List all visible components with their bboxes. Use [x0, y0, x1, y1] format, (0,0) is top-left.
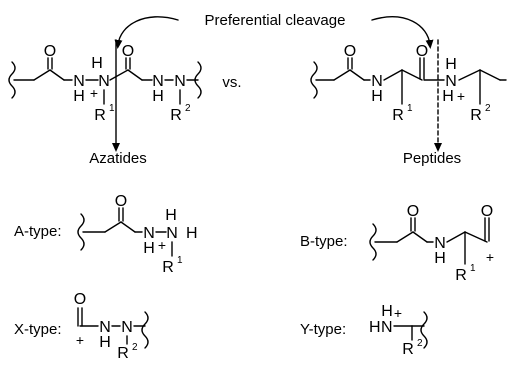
peptides-label: Peptides [403, 150, 461, 167]
peptide-structure: O N H R 1 O N H H + R 2 [310, 43, 507, 124]
atom-h: H [152, 88, 164, 105]
atom-r: R [392, 107, 404, 124]
sub-2: 2 [485, 103, 491, 114]
vs-label: vs. [222, 74, 241, 91]
atom-r: R [94, 107, 106, 124]
atom-r: R [162, 259, 174, 276]
atom-r: R [455, 267, 467, 284]
atom-o: O [122, 43, 134, 60]
sub-2: 2 [417, 338, 423, 349]
atom-o: O [74, 291, 86, 308]
x-type-label: X-type: [14, 321, 62, 338]
atom-o: O [407, 203, 419, 220]
atom-n: N [445, 73, 457, 90]
wavy-bond [194, 61, 202, 99]
charge-plus: + [90, 85, 98, 101]
curved-arrow-right [371, 16, 434, 49]
atom-n: N [434, 235, 446, 252]
wavy-bond [310, 61, 318, 99]
atom-r: R [117, 345, 129, 360]
wavy-bond [141, 311, 149, 349]
atom-h: H [143, 240, 155, 257]
atom-h: H [369, 319, 381, 336]
a-type-fragment: O N H N H + R 1 H [77, 193, 198, 276]
atom-r: R [470, 107, 482, 124]
atom-h: H [73, 88, 85, 105]
atom-o: O [416, 43, 428, 60]
atom-h: H [371, 88, 383, 105]
atom-r: R [170, 107, 182, 124]
sub-1: 1 [177, 255, 183, 266]
b-type-fragment: O N H R 1 O + [369, 203, 494, 284]
atom-n: N [143, 225, 155, 242]
atom-o: O [44, 43, 56, 60]
atom-h: H [99, 334, 111, 351]
atom-h: H [445, 56, 457, 73]
atom-n: N [174, 73, 186, 90]
charge-plus: + [457, 88, 465, 104]
curved-arrow-left [114, 16, 179, 49]
y-type-label: Y-type: [300, 321, 346, 338]
atom-n: N [99, 319, 111, 336]
atom-n: N [381, 319, 393, 336]
atom-h: H [434, 250, 446, 267]
charge-plus: + [486, 249, 494, 265]
wavy-bond [8, 61, 16, 99]
y-type-fragment: H N H + R 2 [369, 303, 428, 358]
atom-h: H [186, 225, 198, 242]
atom-n: N [121, 319, 133, 336]
sub-1: 1 [109, 103, 115, 114]
b-type-label: B-type: [300, 233, 348, 250]
wavy-bond [420, 311, 428, 349]
charge-plus: + [76, 332, 84, 348]
atom-n: N [73, 73, 85, 90]
charge-plus: + [158, 237, 166, 253]
charge-plus: + [394, 305, 402, 321]
sub-1: 1 [470, 263, 476, 274]
atom-h: H [381, 303, 393, 320]
atom-o: O [344, 43, 356, 60]
wavy-bond [77, 213, 85, 251]
x-type-fragment: O + N H N R 2 [74, 291, 149, 362]
wavy-bond [369, 223, 377, 261]
a-type-label: A-type: [14, 223, 62, 240]
atom-h: H [165, 207, 177, 224]
atom-n: N [166, 225, 178, 242]
atom-n: N [371, 73, 383, 90]
atom-n: N [152, 73, 164, 90]
atom-o: O [115, 193, 127, 210]
atom-r: R [402, 341, 414, 358]
atom-n: N [98, 73, 110, 90]
cleavage-label: Preferential cleavage [205, 12, 346, 29]
sub-2: 2 [185, 103, 191, 114]
sub-1: 1 [407, 103, 413, 114]
atom-h: H [91, 55, 103, 72]
sub-2: 2 [132, 342, 138, 353]
atom-h: H [442, 88, 454, 105]
azatide-structure: O N H N H + R 1 O N H N R 2 [8, 43, 202, 124]
azatides-label: Azatides [89, 150, 147, 167]
atom-o: O [481, 203, 493, 220]
